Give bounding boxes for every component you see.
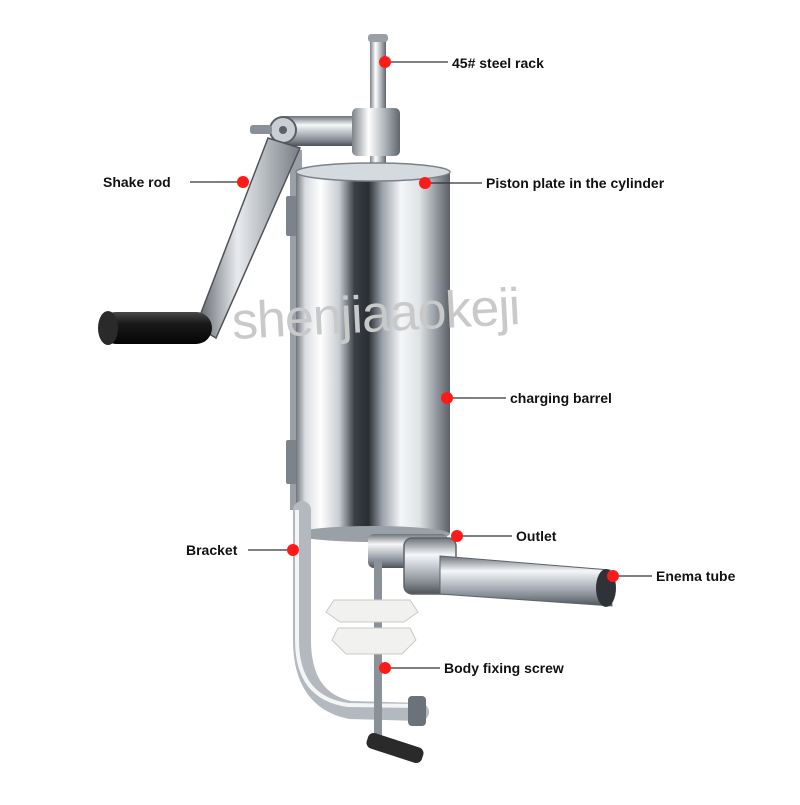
- steel-rack-tip: [368, 34, 388, 42]
- label-outlet: Outlet: [516, 528, 557, 544]
- crank-handle-end: [98, 311, 118, 345]
- fixing-disc-lower: [331, 627, 417, 655]
- bracket-hinge-top: [286, 196, 298, 236]
- marker-shake-rod: [237, 176, 249, 188]
- bracket-hinge-bottom: [286, 440, 298, 484]
- label-charging-barrel: charging barrel: [510, 390, 612, 406]
- label-bracket: Bracket: [186, 542, 238, 558]
- marker-charging-barrel: [441, 392, 453, 404]
- gear-housing: [352, 108, 400, 156]
- crank-pivot-center: [279, 126, 287, 134]
- label-steel-rack: 45# steel rack: [452, 55, 544, 71]
- label-body-fixing-screw: Body fixing screw: [444, 660, 564, 676]
- marker-fixing-screw: [379, 662, 391, 674]
- fixing-disc-upper: [325, 599, 419, 623]
- label-shake-rod: Shake rod: [103, 174, 171, 190]
- charging-barrel: [296, 170, 450, 536]
- bracket-end-cap: [408, 696, 426, 726]
- crank-arm: [195, 137, 302, 340]
- fixing-screw-handle: [366, 732, 424, 764]
- marker-steel-rack: [379, 56, 391, 68]
- bracket-leg-highlight: [295, 510, 421, 708]
- label-piston-plate: Piston plate in the cylinder: [486, 175, 665, 191]
- enema-tube: [439, 555, 613, 607]
- crank-pin: [250, 125, 272, 134]
- marker-outlet: [451, 530, 463, 542]
- barrel-top-rim: [295, 162, 451, 182]
- crank-handle: [100, 312, 212, 344]
- marker-bracket: [287, 544, 299, 556]
- label-enema-tube: Enema tube: [656, 568, 736, 584]
- marker-piston-plate: [419, 177, 431, 189]
- marker-enema-tube: [607, 570, 619, 582]
